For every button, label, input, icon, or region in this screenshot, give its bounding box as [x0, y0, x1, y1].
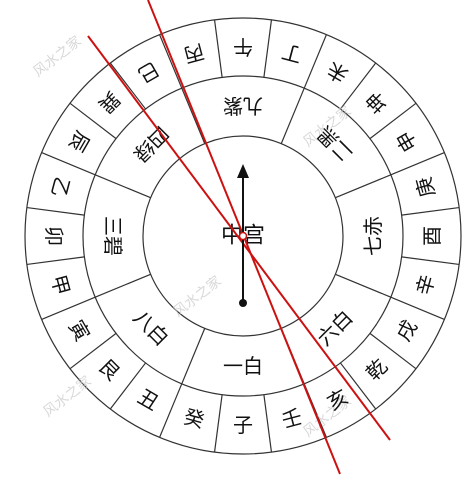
palace-label: 三碧 [101, 216, 125, 256]
mountain-divider [369, 102, 417, 140]
mountain-label: 卯 [42, 226, 66, 246]
mountain-label: 辰 [64, 127, 95, 156]
mountain-divider [213, 19, 223, 78]
mountain-divider [109, 62, 147, 110]
mountain-label: 庚 [411, 174, 439, 200]
mountain-divider [263, 394, 273, 453]
mountain-divider [69, 102, 117, 140]
mountain-label: 丁 [279, 39, 305, 67]
mountain-label: 巽 [94, 87, 125, 118]
mountain-divider [401, 206, 460, 216]
mountain-label: 申 [391, 127, 422, 156]
mountain-divider [390, 152, 445, 176]
middle-ring [82, 75, 404, 397]
mountain-label: 未 [323, 57, 352, 88]
mountain-divider [303, 34, 327, 89]
mountain-divider [109, 362, 147, 410]
mountain-divider [159, 383, 183, 438]
pivot-dot-icon [238, 231, 248, 241]
mountain-label: 午 [233, 35, 253, 59]
mountain-label: 寅 [64, 316, 95, 345]
red-line-diagonal [87, 35, 391, 441]
needle-tail-dot [239, 299, 247, 307]
mountain-label: 壬 [279, 404, 305, 432]
mountain-divider [159, 34, 183, 89]
mountain-label: 巳 [134, 57, 163, 88]
outer-ring [24, 17, 462, 455]
watermark-text: 风水之家 [40, 373, 95, 421]
mountain-label: 乙 [46, 174, 74, 200]
mountain-dividers [26, 19, 460, 453]
mountain-label: 甲 [46, 272, 74, 298]
mountain-divider [26, 256, 85, 266]
palace-divider [335, 174, 392, 199]
mountain-label: 艮 [94, 354, 125, 385]
mountain-divider [41, 296, 96, 320]
palace-divider [94, 273, 151, 298]
palace-label: 七赤 [361, 216, 385, 256]
mountain-divider [263, 19, 273, 78]
mountain-divider [69, 332, 117, 370]
mountain-label: 癸 [181, 404, 207, 432]
compass-needle [237, 164, 249, 307]
palace-divider [94, 174, 151, 199]
mountain-label: 丙 [181, 39, 207, 67]
mountain-label: 子 [233, 413, 253, 437]
mountain-label: 戌 [391, 316, 422, 345]
palace-label: 九紫 [223, 94, 263, 118]
mountain-divider [339, 62, 377, 110]
mountain-divider [339, 362, 377, 410]
palace-label: 一白 [223, 354, 263, 378]
mountain-label: 酉 [420, 226, 444, 246]
mountain-label: 乾 [361, 354, 392, 385]
mountain-label: 辛 [411, 272, 439, 298]
inner-ring [142, 135, 344, 337]
mountain-divider [369, 332, 417, 370]
palace-label: 八白 [128, 305, 173, 350]
compass-needle-arrow-icon [237, 164, 249, 178]
palace-divider [280, 87, 305, 144]
mountain-divider [213, 394, 223, 453]
palace-dividers [94, 87, 392, 385]
mountain-label: 坤 [361, 87, 392, 118]
compass-rings [24, 17, 462, 455]
watermark-text: 风水之家 [170, 273, 225, 321]
palace-divider [335, 273, 392, 298]
watermark-text: 风水之家 [30, 33, 85, 81]
palace-divider [181, 87, 206, 144]
mountain-divider [401, 256, 460, 266]
mountain-divider [26, 206, 85, 216]
mountain-divider [390, 296, 445, 320]
mountain-divider [41, 152, 96, 176]
palace-divider [181, 328, 206, 385]
mountain-label: 丑 [134, 384, 163, 415]
palace-label: 四绿 [128, 121, 173, 166]
